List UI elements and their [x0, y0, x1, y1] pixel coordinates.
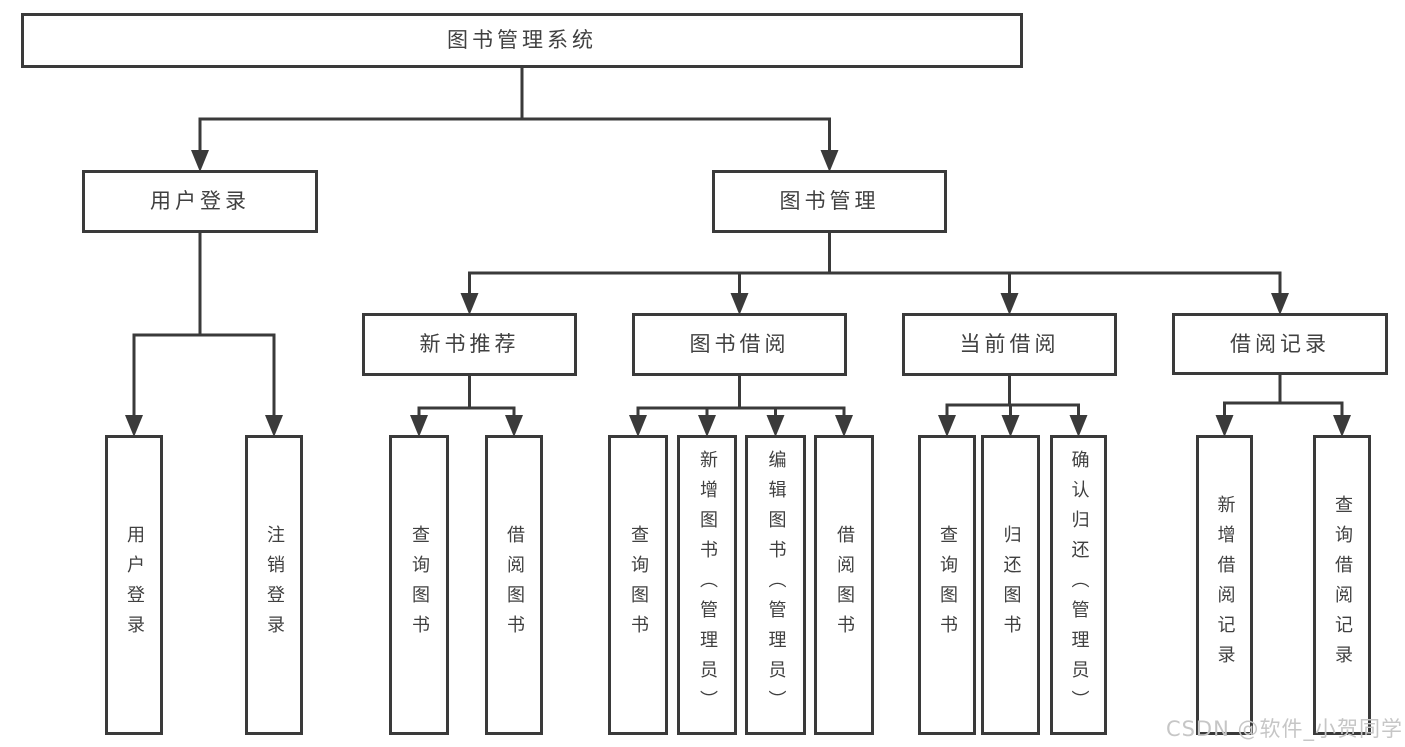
arrow-down-icon — [1001, 415, 1020, 437]
arrow-down-icon — [1271, 293, 1289, 315]
arrow-down-icon — [698, 415, 716, 437]
node-new-book-recommend: 新书推荐 — [362, 313, 577, 376]
arrow-down-icon — [1333, 415, 1351, 437]
node-leaf-query-borrow-record: 查询借阅记录 — [1313, 435, 1371, 735]
arrow-down-icon — [265, 415, 283, 437]
arrow-down-icon — [125, 415, 143, 437]
arrow-down-icon — [1069, 415, 1088, 437]
node-leaf-user-login: 用户登录 — [105, 435, 163, 735]
arrow-down-icon — [460, 293, 479, 315]
node-leaf-add-borrow-record: 新增借阅记录 — [1196, 435, 1253, 735]
node-borrowing-records: 借阅记录 — [1172, 313, 1388, 375]
arrow-down-icon — [730, 293, 749, 315]
arrow-down-icon — [505, 415, 523, 437]
arrow-down-icon — [820, 150, 839, 172]
node-root: 图书管理系统 — [21, 13, 1023, 68]
arrow-down-icon — [191, 150, 209, 172]
watermark-text: CSDN @软件_小贺同学 — [1165, 717, 1403, 741]
arrow-down-icon — [766, 415, 785, 437]
node-leaf-return-books: 归还图书 — [981, 435, 1040, 735]
node-book-borrowing: 图书借阅 — [632, 313, 847, 376]
arrow-down-icon — [1000, 293, 1019, 315]
node-user-login: 用户登录 — [82, 170, 318, 233]
node-leaf-edit-books: 编辑图书（管理员） — [745, 435, 806, 735]
node-book-management: 图书管理 — [712, 170, 947, 233]
arrow-down-icon — [1215, 415, 1234, 437]
node-leaf-confirm-return: 确认归还（管理员） — [1050, 435, 1107, 735]
node-leaf-query-books-2: 查询图书 — [608, 435, 668, 735]
node-leaf-add-books: 新增图书（管理员） — [677, 435, 737, 735]
node-leaf-query-books-1: 查询图书 — [389, 435, 449, 735]
node-leaf-borrow-books-2: 借阅图书 — [814, 435, 874, 735]
arrow-down-icon — [835, 415, 853, 437]
node-current-borrowing: 当前借阅 — [902, 313, 1117, 376]
node-leaf-logout: 注销登录 — [245, 435, 303, 735]
node-leaf-borrow-books-1: 借阅图书 — [485, 435, 543, 735]
arrow-down-icon — [410, 415, 428, 437]
node-leaf-query-books-3: 查询图书 — [918, 435, 976, 735]
arrow-down-icon — [629, 415, 647, 437]
arrow-down-icon — [938, 415, 956, 437]
